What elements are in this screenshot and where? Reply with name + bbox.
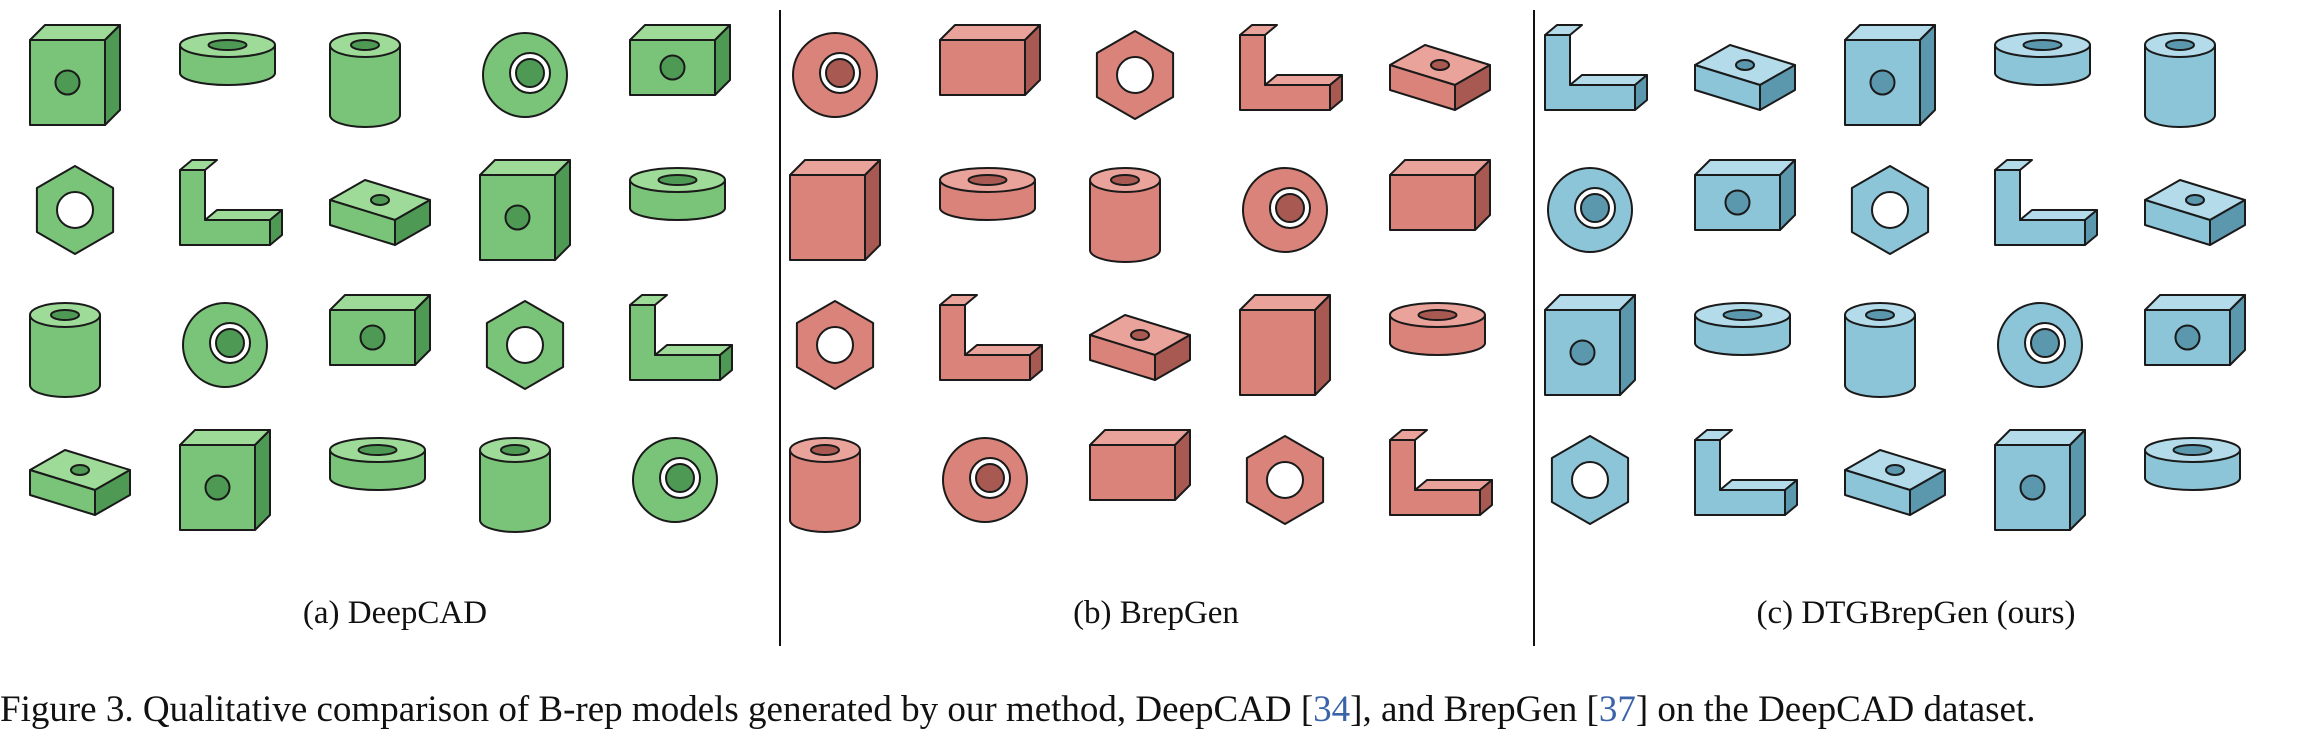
cad-model <box>1844 302 1916 398</box>
cad-model <box>1242 167 1328 253</box>
cad-model <box>632 437 718 523</box>
cad-model <box>1694 302 1791 356</box>
cad-model <box>1694 429 1798 516</box>
cad-model <box>1844 449 1946 516</box>
models-grid <box>29 24 2246 533</box>
cad-model <box>1245 435 1325 525</box>
cad-model <box>1844 24 1936 126</box>
citation-link[interactable]: 34 <box>1313 689 1351 730</box>
cad-model <box>1994 159 2098 246</box>
cad-model <box>795 300 875 390</box>
cad-model <box>939 167 1036 221</box>
cad-model <box>179 429 271 531</box>
cad-model <box>1239 24 1343 111</box>
cad-model <box>329 294 431 366</box>
cad-model <box>329 437 426 491</box>
cad-model <box>2144 294 2246 366</box>
cad-model <box>1544 24 1648 111</box>
cad-model <box>1239 294 1331 396</box>
caption-text: Figure 3. Qualitative comparison of B-re… <box>0 689 1314 730</box>
cad-model <box>1547 167 1633 253</box>
cad-model <box>1089 167 1161 263</box>
cad-model <box>29 302 101 398</box>
cad-model <box>479 437 551 533</box>
cad-model <box>1089 314 1191 381</box>
cad-model <box>2144 32 2216 128</box>
cad-model <box>1994 429 2086 531</box>
cad-model <box>1997 302 2083 388</box>
cad-model <box>1095 30 1175 120</box>
cad-model <box>1089 429 1191 501</box>
cad-model <box>1389 429 1493 516</box>
caption-text: ], and BrepGen [ <box>1350 689 1599 730</box>
citation-link[interactable]: 37 <box>1598 689 1636 730</box>
cad-model <box>1544 294 1636 396</box>
cad-model <box>179 32 276 86</box>
cad-model <box>629 167 726 221</box>
cad-model <box>2144 437 2241 491</box>
cad-model <box>1550 435 1630 525</box>
cad-model <box>1389 44 1491 111</box>
cad-model <box>29 449 131 516</box>
cad-model <box>939 24 1041 96</box>
panel-divider <box>779 10 781 646</box>
cad-model <box>179 159 283 246</box>
cad-model <box>1694 44 1796 111</box>
panel-caption-brepgen: (b) BrepGen <box>1073 595 1239 631</box>
figure-caption: Figure 3. Qualitative comparison of B-re… <box>0 688 2310 731</box>
panel-caption-deepcad: (a) DeepCAD <box>302 595 488 631</box>
cad-model <box>1994 32 2091 86</box>
cad-model <box>479 159 571 261</box>
cad-model <box>942 437 1028 523</box>
cad-model <box>482 32 568 118</box>
cad-model <box>329 179 431 246</box>
cad-model <box>629 294 733 381</box>
cad-model <box>2144 179 2246 246</box>
panel-divider <box>1533 10 1535 646</box>
cad-model <box>939 294 1043 381</box>
figure: (a) DeepCAD (b) BrepGen (c) DTGBrepGen (… <box>29 10 2246 646</box>
cad-model <box>329 32 401 128</box>
caption-text: ] on the DeepCAD dataset. <box>1635 689 2036 730</box>
cad-model <box>485 300 565 390</box>
cad-model <box>1389 159 1491 231</box>
cad-model <box>29 24 121 126</box>
panel-caption-dtgbrepgen: (c) DTGBrepGen (ours) <box>1756 595 2076 631</box>
cad-model <box>35 165 115 255</box>
cad-model <box>789 159 881 261</box>
cad-model <box>1389 302 1486 356</box>
cad-model <box>1694 159 1796 231</box>
cad-model <box>1850 165 1930 255</box>
cad-model <box>792 32 878 118</box>
cad-model <box>789 437 861 533</box>
cad-model <box>182 302 268 388</box>
cad-model <box>629 24 731 96</box>
